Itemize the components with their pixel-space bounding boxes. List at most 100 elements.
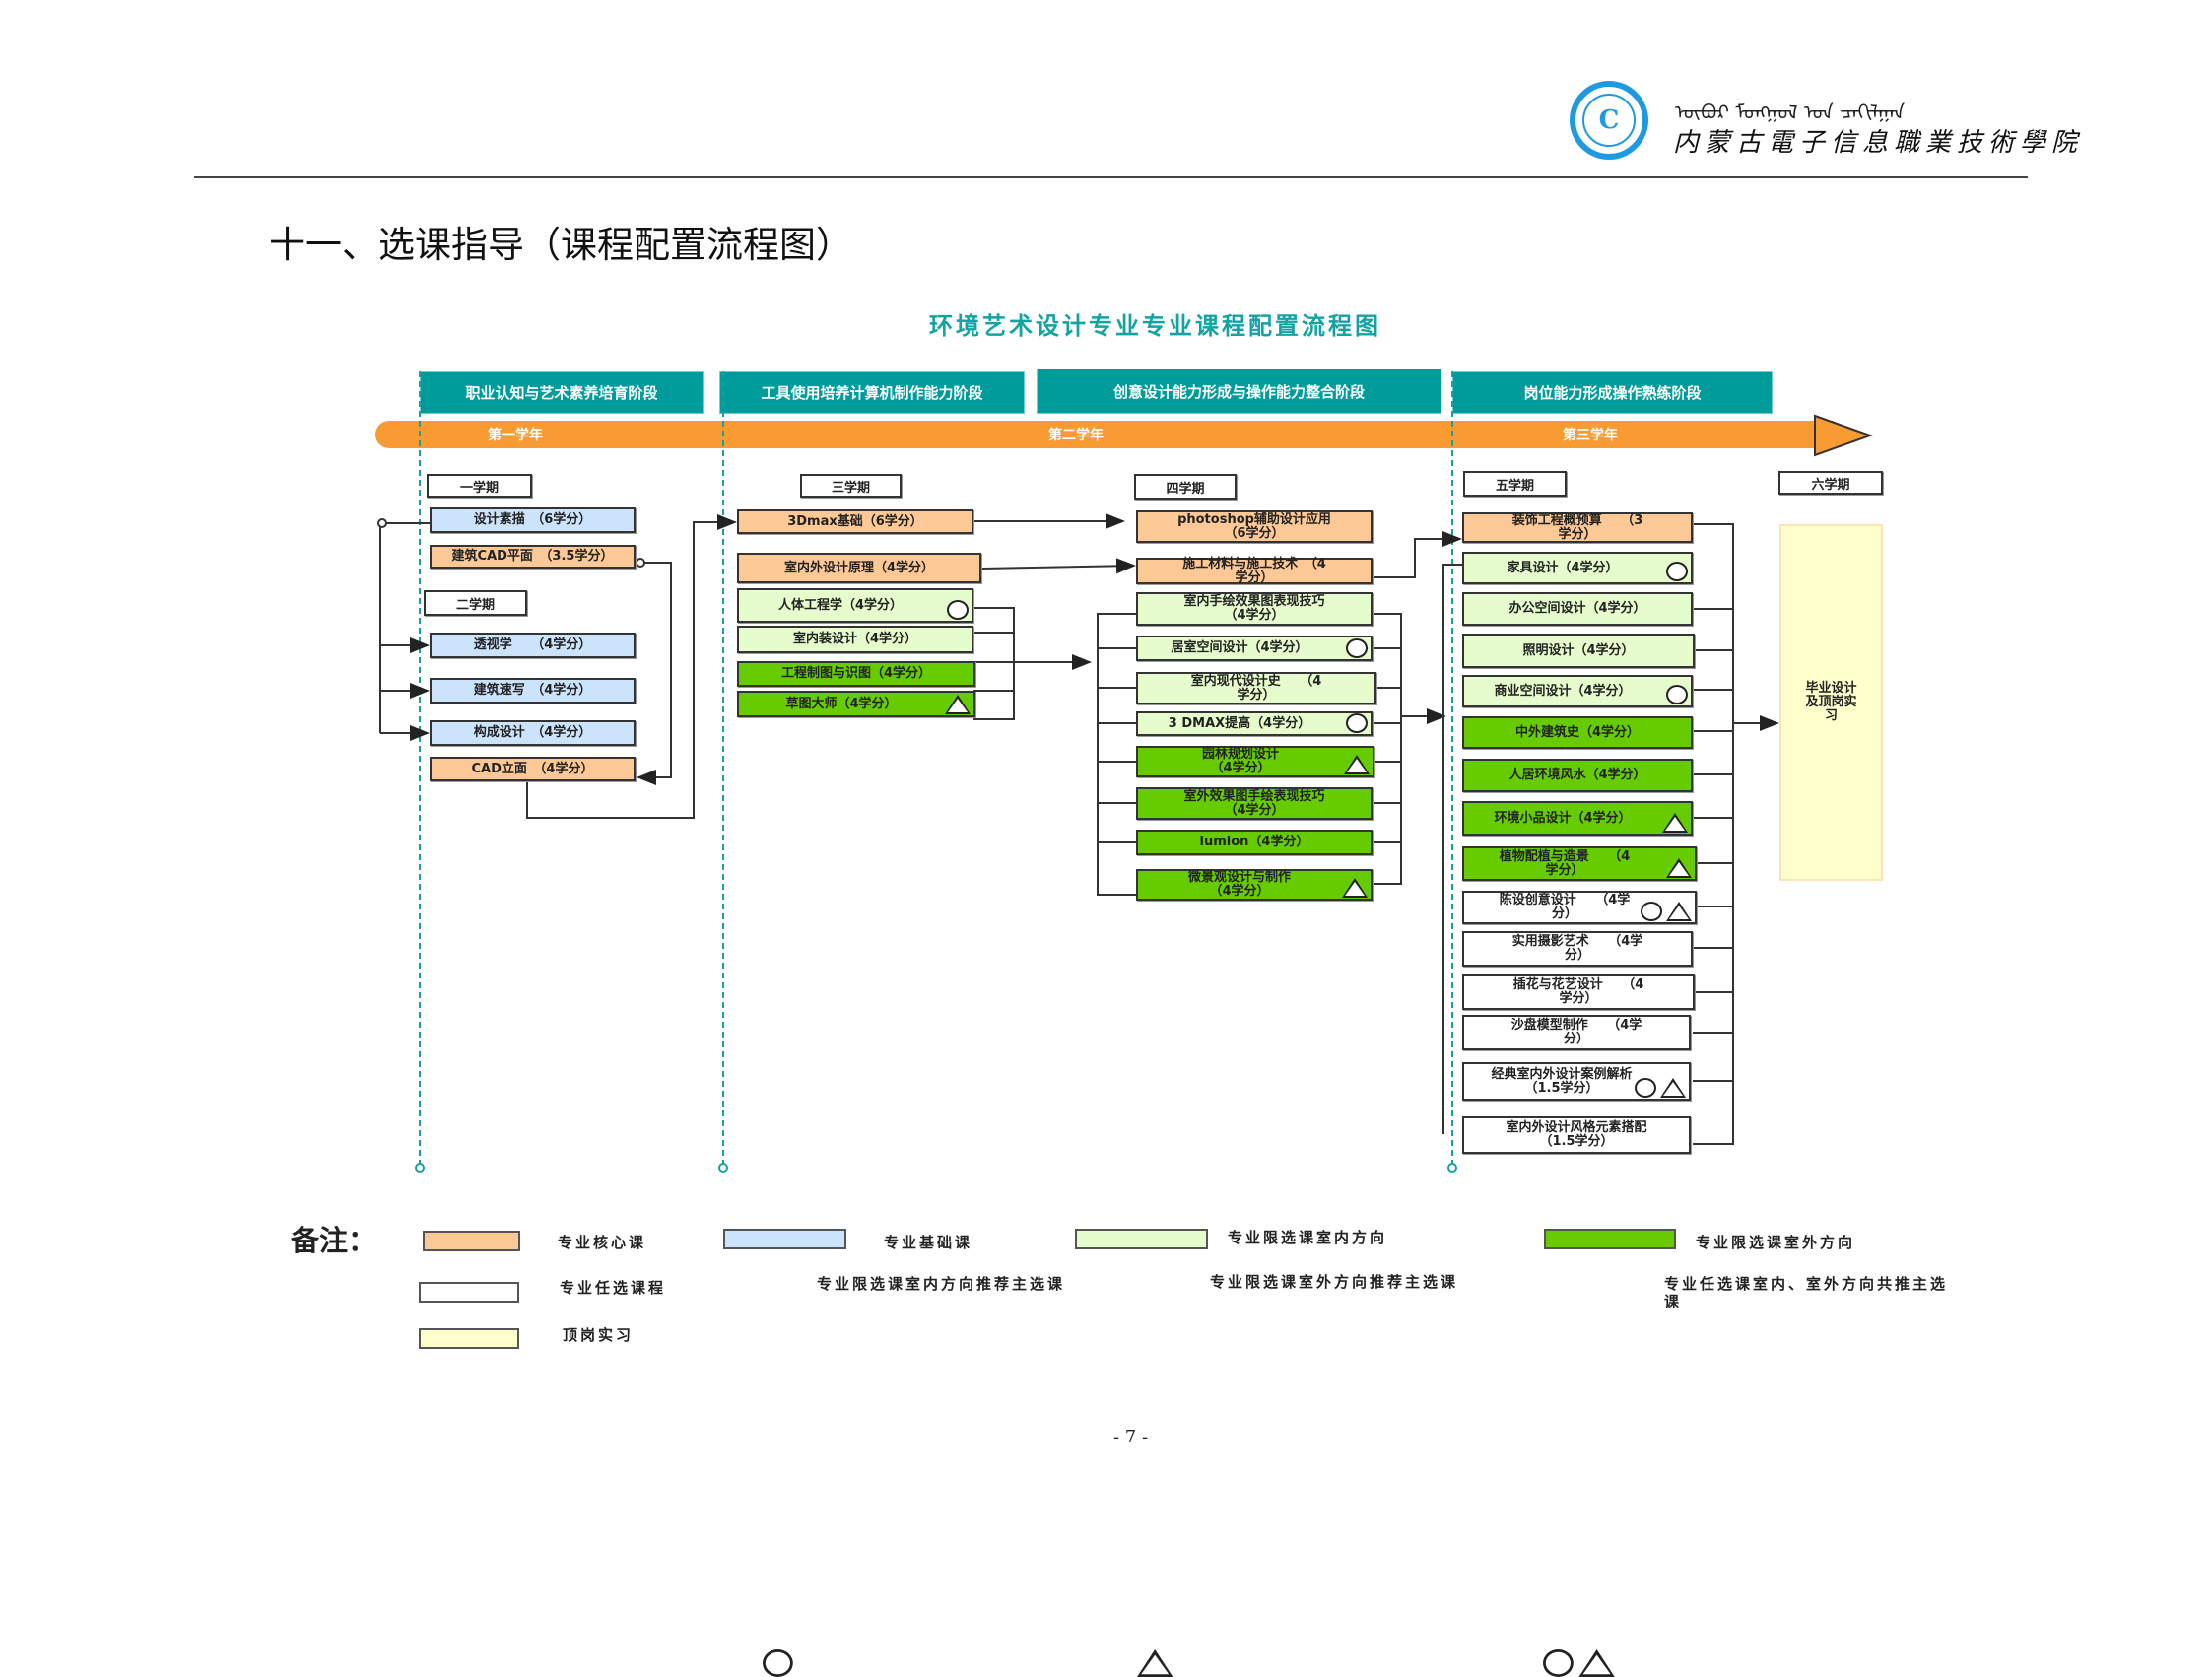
course-label: 家具设计（4学分） — [1507, 560, 1619, 575]
course-box[interactable]: 透视学 （4学分） — [430, 633, 636, 658]
triangle-icon — [1662, 813, 1688, 833]
school-name: 内蒙古電子信息職業技術學院 — [1673, 128, 2084, 158]
year-2: 第二学年 — [1048, 428, 1104, 443]
course-label: 室内外设计风格元素搭配 （1.5学分） — [1506, 1120, 1647, 1149]
course-label: 中外建筑史（4学分） — [1514, 724, 1641, 740]
course-label: 室外效果图手绘表现技巧 （4学分） — [1183, 788, 1325, 818]
course-label: 照明设计（4学分） — [1522, 642, 1635, 658]
course-box[interactable]: 沙盘模型制作 （4学 分） — [1462, 1015, 1691, 1050]
course-label: 毕业设计 及顶岗实 习 — [1805, 681, 1857, 723]
course-box[interactable]: 园林规划设计 （4学分） — [1136, 746, 1374, 777]
course-label: 室内外设计原理（4学分） — [783, 560, 935, 575]
course-box[interactable]: 室外效果图手绘表现技巧 （4学分） — [1136, 787, 1373, 820]
legend-swatch-elective — [419, 1282, 519, 1303]
course-box[interactable]: 草图大师（4学分） — [737, 691, 975, 717]
course-box[interactable]: 毕业设计 及顶岗实 习 — [1779, 524, 1883, 881]
legend-swatch-core — [423, 1231, 520, 1251]
course-label: 3Dmax基础（6学分） — [787, 513, 923, 529]
divider-end-dot — [718, 1163, 728, 1173]
course-box[interactable]: 人体工程学（4学分） — [737, 588, 973, 623]
course-box[interactable]: 微景观设计与制作 （4学分） — [1136, 869, 1373, 901]
legend-swatch-inlim — [1075, 1229, 1208, 1249]
legend-label: 顶岗实习 — [563, 1326, 635, 1344]
course-box[interactable]: 植物配植与造景 （4 学分） — [1462, 846, 1697, 881]
course-label: 办公空间设计（4学分） — [1508, 601, 1646, 616]
course-box[interactable]: 居室空间设计（4学分） — [1136, 636, 1373, 661]
semester-label: 六学期 — [1778, 471, 1883, 495]
course-label: 室内现代设计史 （4 学分） — [1190, 673, 1322, 703]
semester-label: 二学期 — [424, 590, 527, 616]
course-box[interactable]: 实用摄影艺术 （4学 分） — [1462, 931, 1693, 967]
course-box[interactable]: 办公空间设计（4学分） — [1462, 592, 1693, 626]
course-label: 室内装设计（4学分） — [792, 632, 918, 646]
triangle-marker — [945, 695, 971, 714]
course-label: 居室空间设计（4学分） — [1171, 640, 1308, 655]
course-box[interactable]: 商业空间设计（4学分） — [1462, 675, 1693, 707]
course-box[interactable]: 施工材料与施工技术 （4 学分） — [1136, 557, 1373, 584]
course-box[interactable]: 环境小品设计（4学分） — [1462, 801, 1693, 836]
triangle-marker — [1662, 813, 1688, 833]
course-label: 人体工程学（4学分） — [777, 597, 904, 613]
course-box[interactable]: lumion（4学分） — [1136, 830, 1373, 855]
course-box[interactable]: 设计素描 （6学分） — [430, 507, 636, 533]
legend-label: 专业限选课室外方向推荐主选课 — [1210, 1273, 1459, 1291]
course-label: 工程制图与识图（4学分） — [780, 666, 932, 681]
circle-marker — [1666, 685, 1688, 704]
triangle-marker — [1666, 858, 1692, 878]
stage-1: 职业认知与艺术素养培育阶段 — [420, 371, 704, 414]
divider-end-dot — [415, 1163, 425, 1173]
course-box[interactable]: 家具设计（4学分） — [1462, 552, 1693, 584]
both-marker — [1641, 902, 1692, 921]
course-box[interactable]: 中外建筑史（4学分） — [1462, 716, 1693, 749]
course-label: photoshop辅助设计应用 （6学分） — [1177, 511, 1331, 541]
school-logo: C — [1570, 81, 1648, 160]
triangle-icon — [1137, 1649, 1173, 1677]
course-box[interactable]: CAD立面 （4学分） — [430, 757, 636, 781]
course-label: 室内手绘效果图表现技巧 （4学分） — [1183, 594, 1325, 623]
course-label: CAD立面 （4学分） — [471, 761, 594, 776]
course-box[interactable]: 室内装设计（4学分） — [737, 626, 973, 653]
triangle-icon — [1344, 755, 1370, 774]
legend-label: 专业基础课 — [884, 1234, 973, 1251]
course-label: 沙盘模型制作 （4学 分） — [1510, 1018, 1642, 1046]
course-box[interactable]: photoshop辅助设计应用 （6学分） — [1136, 510, 1373, 543]
course-label: 商业空间设计（4学分） — [1494, 683, 1632, 699]
course-box[interactable]: 建筑速写 （4学分） — [430, 678, 636, 704]
legend-label: 专业核心课 — [558, 1234, 647, 1251]
course-label: 透视学 （4学分） — [473, 637, 592, 652]
course-box[interactable]: 室内手绘效果图表现技巧 （4学分） — [1136, 592, 1373, 626]
course-box[interactable]: 照明设计（4学分） — [1462, 634, 1695, 668]
both-marker — [1635, 1078, 1686, 1098]
page-number: - 7 - — [1113, 1427, 1149, 1447]
year-3: 第三学年 — [1563, 428, 1618, 443]
year-1: 第一学年 — [488, 428, 543, 443]
course-box[interactable]: 装饰工程概预算 （3 学分） — [1462, 512, 1693, 543]
course-label: 植物配植与造景 （4 学分） — [1499, 848, 1631, 878]
course-box[interactable]: 人居环境风水（4学分） — [1462, 759, 1693, 792]
course-box[interactable]: 工程制图与识图（4学分） — [737, 661, 975, 687]
course-label: 人居环境风水（4学分） — [1508, 768, 1646, 782]
circle-icon — [1666, 562, 1688, 581]
course-box[interactable]: 构成设计 （4学分） — [430, 720, 636, 746]
course-box[interactable]: 插花与花艺设计 （4 学分） — [1462, 974, 1695, 1010]
course-label: 微景观设计与制作 （4学分） — [1187, 870, 1291, 899]
circle-marker — [1666, 562, 1688, 581]
stage-2: 工具使用培养计算机制作能力阶段 — [719, 371, 1025, 414]
course-box[interactable]: 室内现代设计史 （4 学分） — [1136, 672, 1376, 704]
course-box[interactable]: 3Dmax基础（6学分） — [737, 509, 973, 534]
triangle-icon — [1578, 1649, 1615, 1677]
course-label: 环境小品设计（4学分） — [1494, 810, 1632, 826]
course-label: 装饰工程概预算 （3 学分） — [1511, 512, 1643, 542]
stage-divider — [1451, 371, 1453, 1166]
course-box[interactable]: 经典室内外设计案例解析 （1.5学分） — [1462, 1062, 1691, 1101]
school-name-mongolian: ᠦᠪᠦᠷ ᠮᠣᠩᠭᠣᠯ ᠤᠨ ᠴᠠᠬᠢᠯᠭᠠᠨ — [1675, 101, 1906, 124]
legend-swatch-outlim — [1544, 1229, 1676, 1249]
course-box[interactable]: 室内外设计风格元素搭配 （1.5学分） — [1462, 1116, 1691, 1154]
course-box[interactable]: 建筑CAD平面 （3.5学分） — [430, 545, 636, 569]
course-box[interactable]: 室内外设计原理（4学分） — [737, 553, 981, 583]
timeline-bar — [375, 421, 1834, 448]
course-box[interactable]: 3 DMAX提高（4学分） — [1136, 711, 1373, 736]
logo-emblem-icon: C — [1582, 94, 1636, 147]
course-label: 建筑速写 （4学分） — [473, 683, 592, 698]
course-box[interactable]: 陈设创意设计 （4学 分） — [1462, 891, 1697, 924]
